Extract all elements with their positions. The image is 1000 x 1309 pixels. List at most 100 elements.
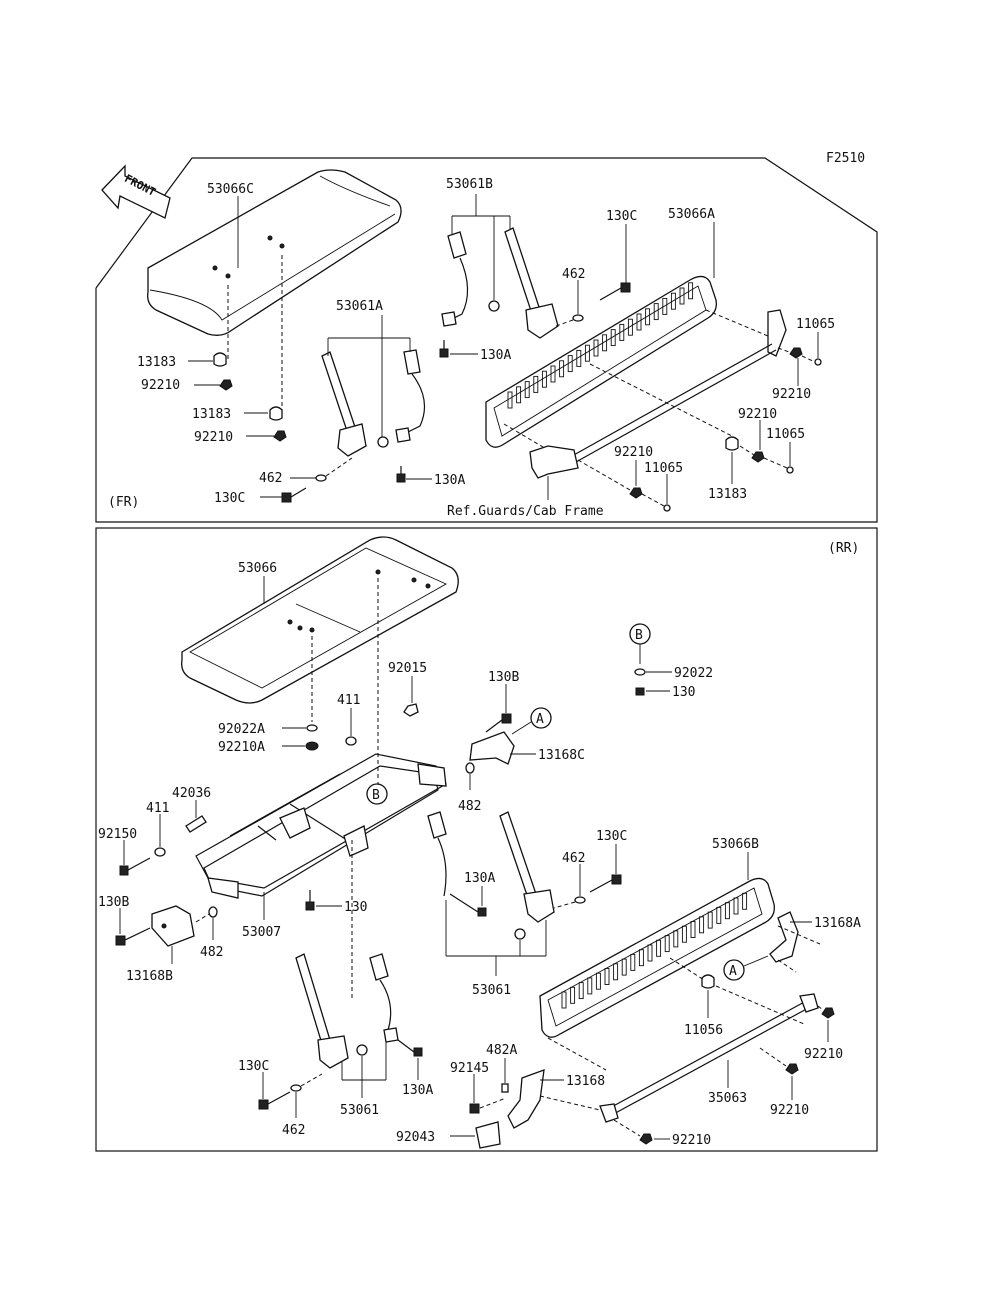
nut-92210-c-icon <box>751 451 765 463</box>
label-92210-c: 92210 <box>738 407 777 422</box>
grille-slot <box>653 303 659 321</box>
grille-slot <box>561 991 567 1009</box>
grille-slot <box>541 370 547 388</box>
grille-slot <box>559 360 565 378</box>
label-92210-d: 92210 <box>614 445 653 460</box>
seat-belt-53061B <box>441 227 559 339</box>
label-92210-b: 92210 <box>194 430 233 445</box>
label-92210A: 92210A <box>218 740 265 755</box>
clip-13183-c-icon <box>725 436 739 451</box>
clip-11065-b-icon <box>786 466 794 474</box>
label-92022A: 92022A <box>218 722 265 737</box>
clip-11065-a-icon <box>814 358 822 366</box>
grille-slot <box>724 902 730 920</box>
rr-section-label: (RR) <box>828 541 859 556</box>
callout-b-left-label: B <box>372 788 380 803</box>
rr-panel-border <box>95 527 878 1152</box>
washer-92015-icon <box>403 703 419 717</box>
grille-slot <box>647 944 653 962</box>
washer-92022-right-icon <box>634 668 646 676</box>
label-130A-top: 130A <box>480 348 511 363</box>
label-13168B: 13168B <box>126 969 173 984</box>
bracket-13168B <box>151 905 195 947</box>
label-53061-low: 53061 <box>340 1103 379 1118</box>
grille-slot <box>638 949 644 967</box>
nut-92210-right-icon <box>789 347 803 359</box>
bracket-13168 <box>507 1069 545 1129</box>
label-130B-top: 130B <box>488 670 519 685</box>
grille-slot <box>627 318 633 336</box>
label-42036: 42036 <box>172 786 211 801</box>
bolt-92150-icon <box>119 857 151 876</box>
label-13183-c: 13183 <box>708 487 747 502</box>
figure-code: F2510 <box>826 151 865 166</box>
fr-panel-border <box>95 157 878 523</box>
label-13168A: 13168A <box>814 916 861 931</box>
grille-slot <box>681 925 687 943</box>
bolt-130A-low-rr-icon <box>397 1039 423 1057</box>
seat-53066 <box>181 536 459 704</box>
grille-slot <box>733 897 739 915</box>
label-130A-low: 130A <box>434 473 465 488</box>
grille-slot <box>587 977 593 995</box>
washer-411-top-icon <box>345 736 357 746</box>
callout-b-right-label: B <box>635 628 643 643</box>
grille-slot <box>578 982 584 1000</box>
bolt-130-center-icon <box>305 890 315 911</box>
label-462-mid: 462 <box>562 851 585 866</box>
grille-slot <box>688 282 694 300</box>
label-11065-a: 11065 <box>796 317 835 332</box>
clip-13183-b <box>269 406 283 421</box>
bolt-130C-mid-icon <box>589 874 622 893</box>
bolt-130A-low-icon <box>396 466 406 483</box>
grille-slot <box>621 958 627 976</box>
label-53066C: 53066C <box>207 182 254 197</box>
bar-35063 <box>599 993 819 1123</box>
label-130B-left: 130B <box>98 895 129 910</box>
grille-slot <box>662 297 668 315</box>
grille-slot <box>604 968 610 985</box>
backrest-53066A <box>485 275 717 448</box>
grille-slot <box>664 935 670 953</box>
grille-slot <box>742 892 748 910</box>
grille-slot <box>593 339 599 357</box>
grille-slot <box>533 375 539 393</box>
label-92043: 92043 <box>396 1130 435 1145</box>
collar-42036-icon <box>185 815 207 833</box>
grille-slot <box>699 916 705 934</box>
callout-a-top <box>530 707 552 729</box>
callout-b-left <box>366 783 388 805</box>
callout-a-right-label: A <box>729 964 737 979</box>
seat-belt-53061A <box>321 349 426 457</box>
fr-section-label: (FR) <box>108 495 139 510</box>
grille-slot <box>645 308 651 326</box>
grille-slot <box>584 344 590 362</box>
bolt-130C-low-rr-icon <box>258 1091 291 1110</box>
label-130C-low-rr: 130C <box>238 1059 269 1074</box>
washer-92022A-icon <box>306 724 318 732</box>
backrest-53066B <box>539 877 775 1038</box>
grille-slot <box>656 939 662 957</box>
label-53066A: 53066A <box>668 207 715 222</box>
label-11065-c: 11065 <box>644 461 683 476</box>
label-13168: 13168 <box>566 1074 605 1089</box>
seat-belt-53061-mid <box>427 811 555 940</box>
bolt-92043-icon <box>475 1121 501 1149</box>
clip-13183-a <box>213 352 227 367</box>
grille-slot <box>576 349 582 367</box>
grille-slot <box>716 906 722 924</box>
front-arrow-icon: FRONT <box>101 164 171 219</box>
label-411-left: 411 <box>146 801 169 816</box>
bolt-130B-left-icon <box>115 927 151 946</box>
nut-92210A-icon <box>305 741 319 751</box>
washer-462-low-rr-icon <box>290 1084 302 1092</box>
grille-slot <box>550 365 556 383</box>
grille-slot <box>524 381 530 399</box>
grille-slot <box>630 953 636 971</box>
label-92015: 92015 <box>388 661 427 676</box>
label-13183-a: 13183 <box>137 355 176 370</box>
label-53061-mid: 53061 <box>472 983 511 998</box>
bolt-92145-icon <box>469 1103 480 1114</box>
